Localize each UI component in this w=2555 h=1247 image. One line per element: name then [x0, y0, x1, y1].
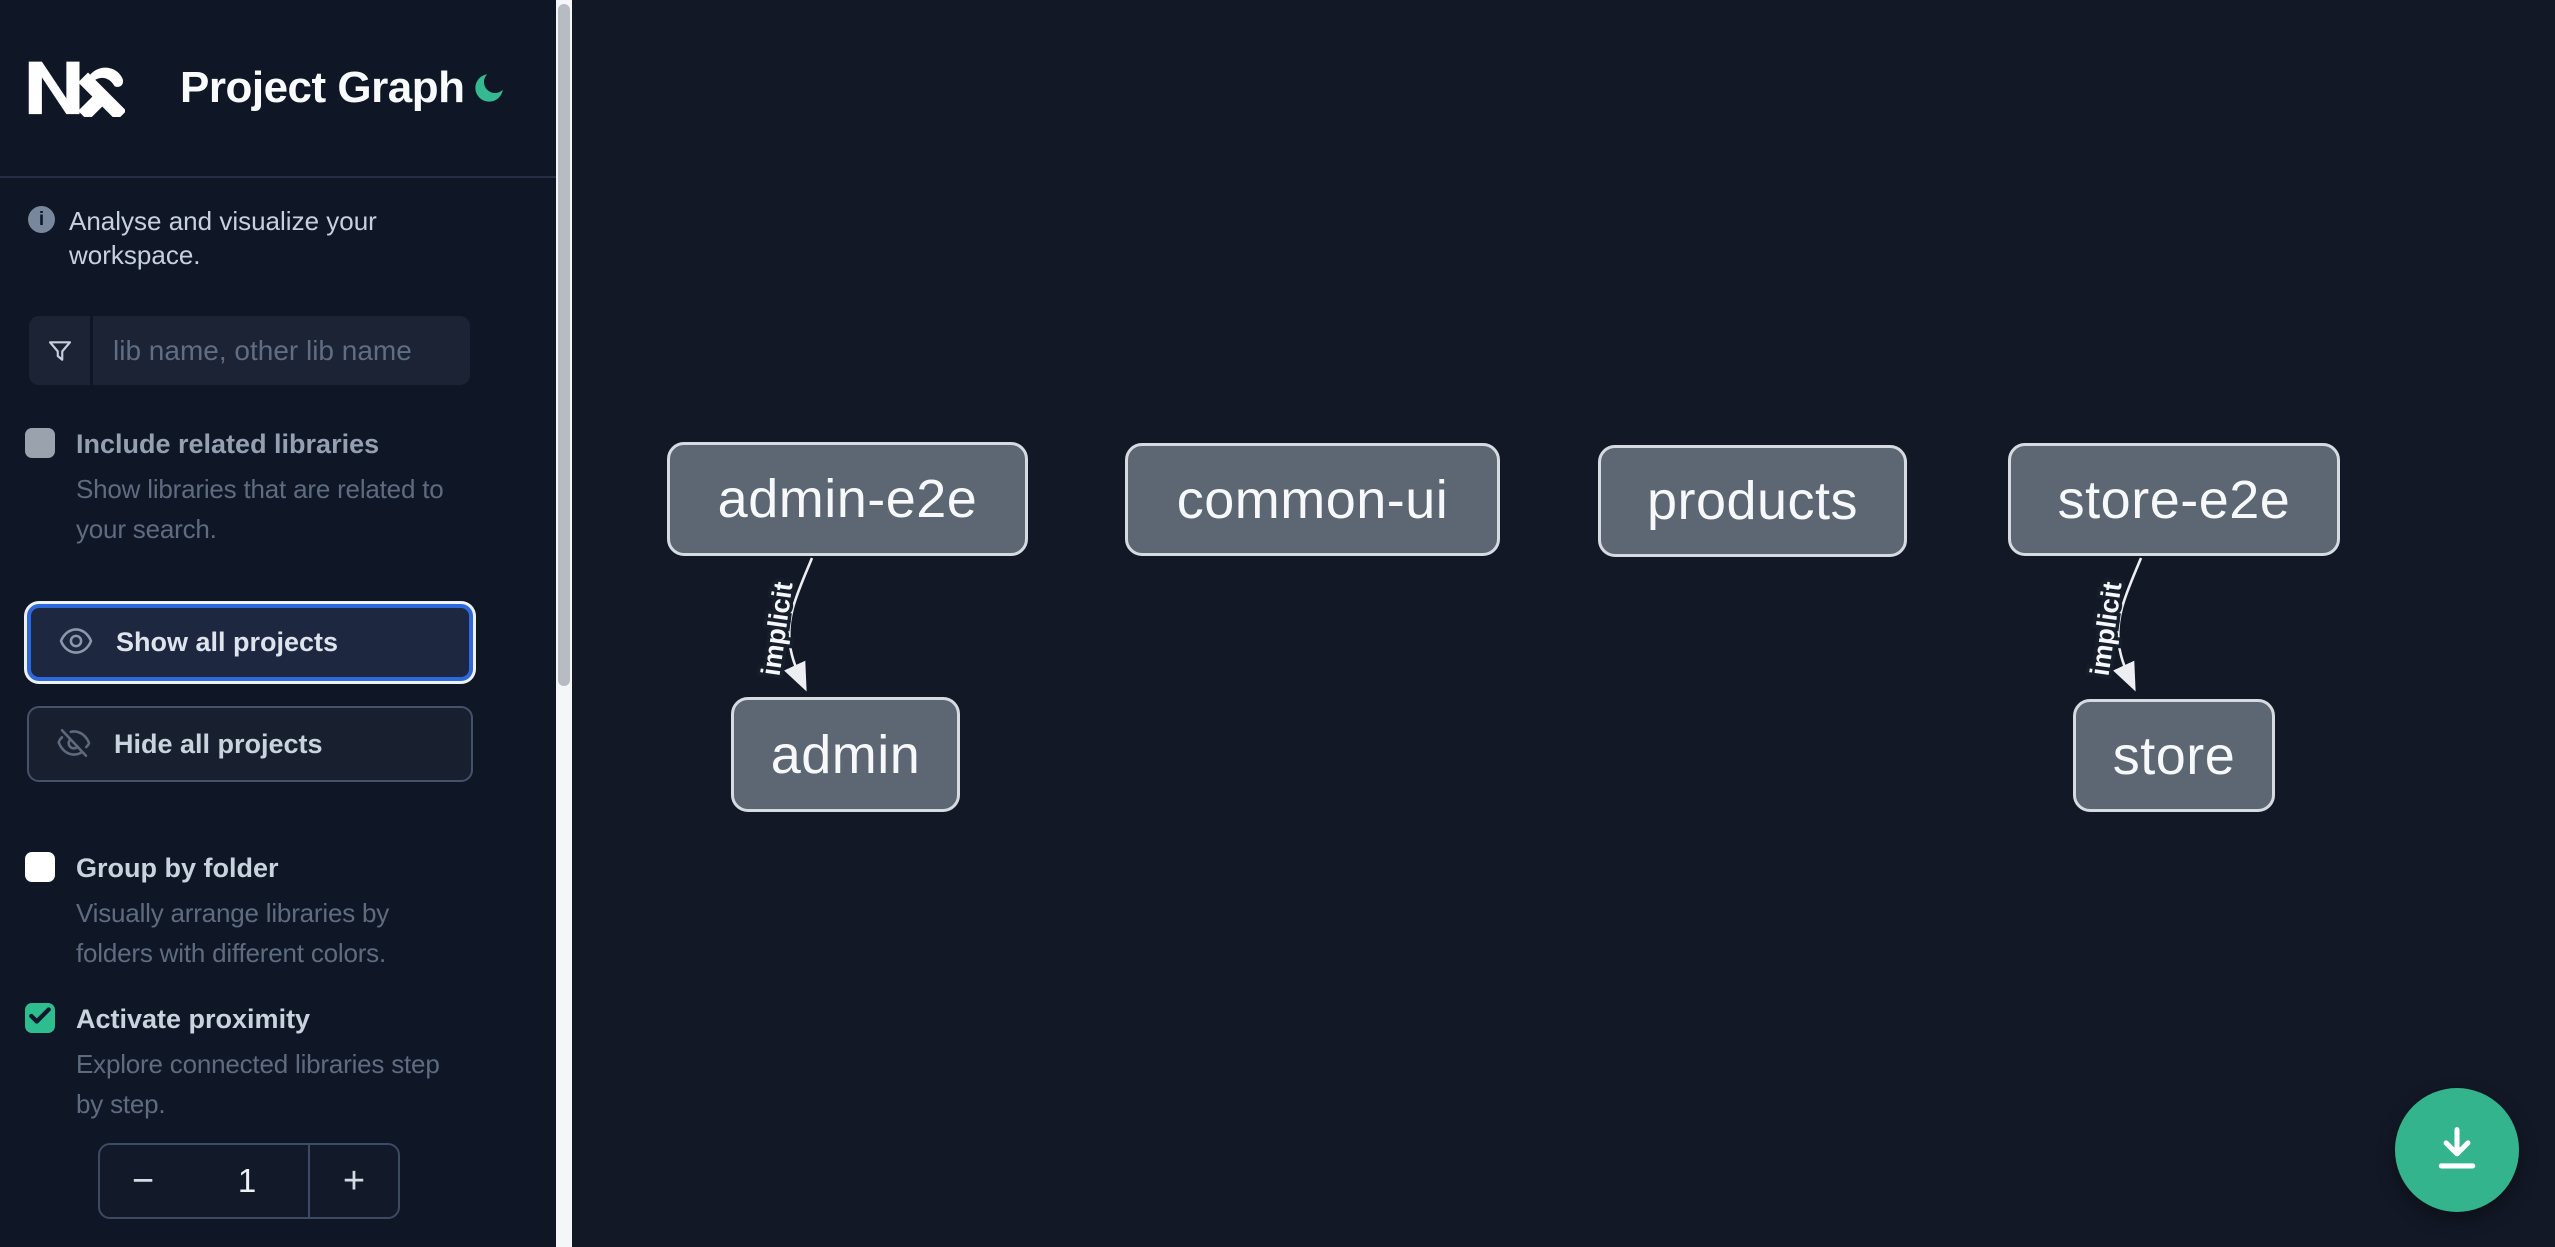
edge-label: implicit: [756, 580, 799, 678]
include-related-row: Include related libraries Show libraries…: [25, 427, 475, 549]
include-related-label: Include related libraries: [76, 429, 380, 459]
edge-store-e2e-store[interactable]: implicit: [2081, 557, 2143, 692]
graph-node-admin[interactable]: admin: [731, 697, 960, 812]
graph-node-admin-e2e[interactable]: admin-e2e: [667, 442, 1028, 556]
activate-proximity-checkbox[interactable]: [25, 1003, 55, 1033]
activate-proximity-label: Activate proximity: [76, 1004, 311, 1034]
graph-node-store[interactable]: store: [2073, 699, 2275, 812]
show-all-projects-button[interactable]: Show all projects: [27, 604, 473, 681]
page-title: Project Graph: [180, 63, 465, 112]
edge-admin-e2e-admin[interactable]: implicit: [752, 557, 814, 692]
activate-proximity-row: Activate proximity Explore connected lib…: [25, 1002, 475, 1124]
graph-edges: implicit implicit: [752, 557, 2143, 692]
graph-node-store-e2e[interactable]: store-e2e: [2008, 443, 2340, 556]
proximity-stepper: − 1 +: [98, 1143, 400, 1219]
group-by-folder-description: Visually arrange libraries by folders wi…: [76, 898, 390, 968]
search-input[interactable]: [93, 316, 470, 385]
show-all-projects-label: Show all projects: [116, 627, 339, 657]
include-related-description: Show libraries that are related to your …: [76, 474, 444, 544]
eye-off-icon: [56, 725, 92, 764]
eye-icon: [58, 623, 94, 662]
include-related-checkbox[interactable]: [25, 428, 55, 458]
search-box: [29, 316, 470, 385]
info-text: Analyse and visualize your workspace.: [69, 206, 377, 270]
info-row: i Analyse and visualize your workspace.: [28, 204, 498, 272]
hide-all-projects-label: Hide all projects: [114, 728, 323, 759]
filter-funnel-icon: [29, 316, 93, 385]
edge-label: implicit: [2085, 580, 2128, 678]
sidebar-scrollbar[interactable]: [556, 0, 572, 1247]
sidebar-scrollbar-thumb[interactable]: [558, 4, 570, 686]
group-by-folder-checkbox[interactable]: [25, 852, 55, 882]
proximity-value: 1: [186, 1145, 310, 1217]
download-icon: [2428, 1120, 2486, 1181]
nx-logo: [27, 57, 127, 121]
moon-icon: [471, 74, 507, 109]
sidebar: Project Graph i Analyse and visualize yo…: [0, 0, 556, 1247]
hide-all-projects-button[interactable]: Hide all projects: [27, 706, 473, 782]
proximity-increment-button[interactable]: +: [310, 1145, 398, 1217]
proximity-decrement-button[interactable]: −: [100, 1145, 186, 1217]
group-by-folder-row: Group by folder Visually arrange librari…: [25, 851, 475, 973]
graph-node-common-ui[interactable]: common-ui: [1125, 443, 1500, 556]
checkmark-icon: [27, 1003, 53, 1034]
graph-canvas[interactable]: implicit implicit admin-e2e common-ui pr…: [572, 0, 2555, 1247]
graph-node-products[interactable]: products: [1598, 445, 1907, 557]
header-divider: [0, 176, 556, 178]
download-button[interactable]: [2395, 1088, 2519, 1212]
activate-proximity-description: Explore connected libraries step by step…: [76, 1049, 440, 1119]
info-icon: i: [28, 206, 55, 233]
group-by-folder-label: Group by folder: [76, 853, 279, 883]
theme-toggle-button[interactable]: [470, 70, 508, 108]
